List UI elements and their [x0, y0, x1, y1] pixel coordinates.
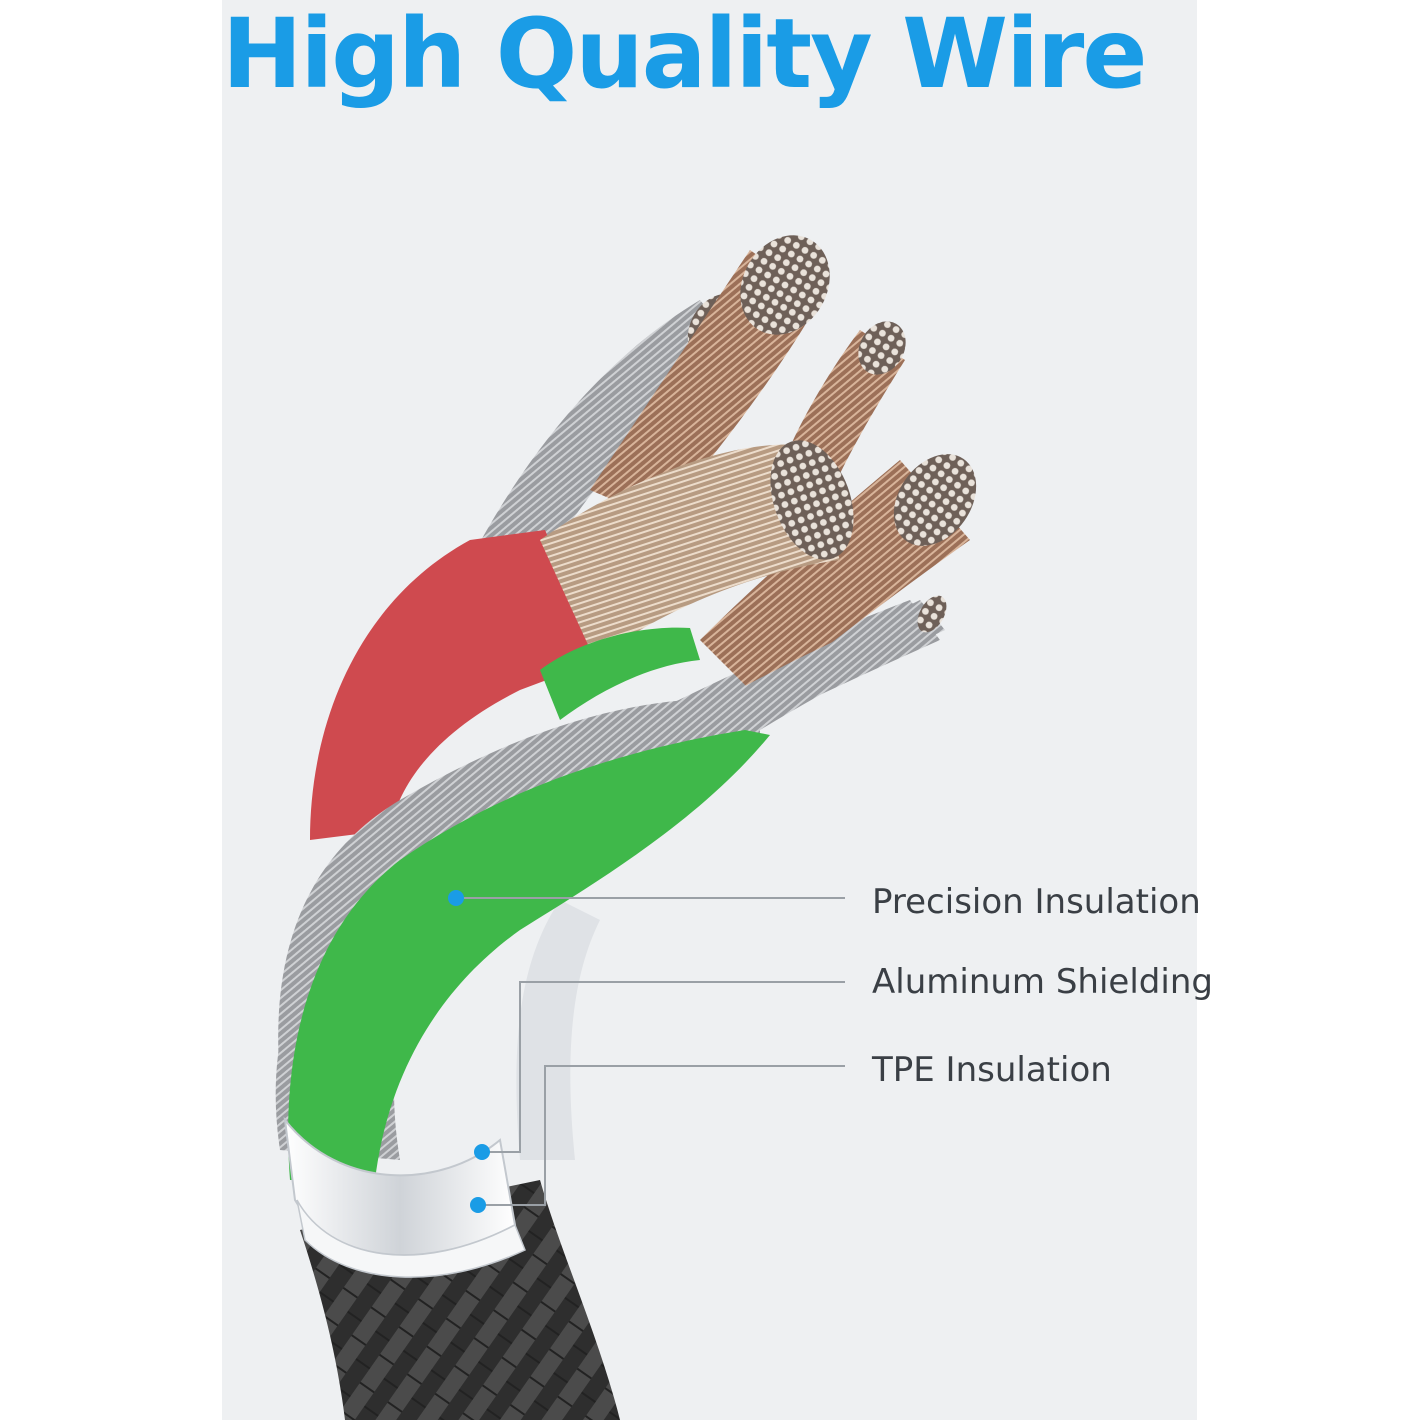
- leader-tpe-insulation: [478, 1065, 845, 1206]
- leader-aluminum-shielding: [482, 981, 845, 1153]
- tpe-ring: [283, 1116, 526, 1278]
- callout-tpe-insulation: TPE Insulation: [872, 1050, 1112, 1090]
- page-title: High Quality Wire: [222, 0, 1147, 110]
- callout-aluminum-shielding: Aluminum Shielding: [872, 962, 1213, 1002]
- conductors: [460, 235, 977, 730]
- marker-dot: [470, 1197, 486, 1213]
- callout-markers: [448, 890, 490, 1213]
- callout-precision-insulation: Precision Insulation: [872, 882, 1201, 922]
- marker-dot: [448, 890, 464, 906]
- red-insulated-wire: [310, 440, 854, 840]
- marker-dot: [474, 1144, 490, 1160]
- callout-leaders: [456, 897, 845, 1206]
- green-insulated-wire: [288, 627, 770, 1180]
